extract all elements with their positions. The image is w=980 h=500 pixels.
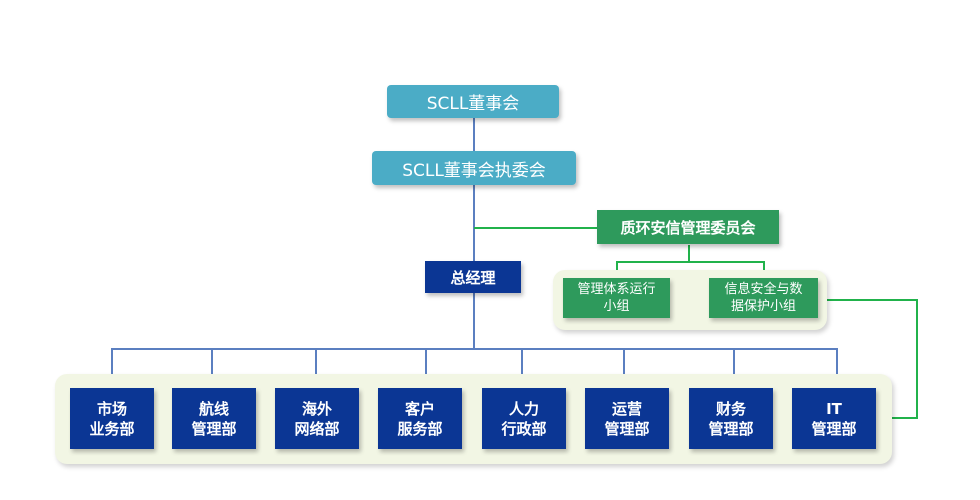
connector-dept-2 xyxy=(211,348,213,388)
connector-dept-bus xyxy=(111,348,837,350)
board-node: SCLL董事会 xyxy=(387,85,559,118)
department-node: 海外 网络部 xyxy=(275,388,359,449)
connector-dept-7 xyxy=(733,348,735,388)
department-node: 运营 管理部 xyxy=(585,388,669,449)
connector-exec-gm xyxy=(473,184,475,264)
exec-committee-node: SCLL董事会执委会 xyxy=(372,151,576,185)
department-node: 财务 管理部 xyxy=(689,388,773,449)
connector-dept-6 xyxy=(623,348,625,388)
group-node: 信息安全与数 据保护小组 xyxy=(709,278,818,318)
connector-groups-bus xyxy=(616,261,764,263)
department-node: 航线 管理部 xyxy=(172,388,256,449)
connector-exec-committee xyxy=(474,227,599,229)
connector-dept-1 xyxy=(111,348,113,388)
department-node: 客户 服务部 xyxy=(378,388,462,449)
connector-dept-5 xyxy=(521,348,523,388)
connector-dept-4 xyxy=(425,348,427,388)
connector-groups-right xyxy=(826,299,918,301)
department-node: 市场 业务部 xyxy=(70,388,154,449)
connector-committee-groups xyxy=(688,245,690,262)
connector-board-exec xyxy=(473,118,475,152)
connector-dept-8 xyxy=(836,348,838,388)
department-node: IT 管理部 xyxy=(792,388,876,449)
connector-gm-depts xyxy=(473,292,475,349)
connector-right-vertical xyxy=(916,299,918,419)
department-node: 人力 行政部 xyxy=(482,388,566,449)
qesi-committee-node: 质环安信管理委员会 xyxy=(597,210,779,244)
connector-dept-3 xyxy=(315,348,317,388)
general-manager-node: 总经理 xyxy=(425,261,521,293)
connector-depts-right xyxy=(890,417,918,419)
group-node: 管理体系运行 小组 xyxy=(563,278,670,318)
